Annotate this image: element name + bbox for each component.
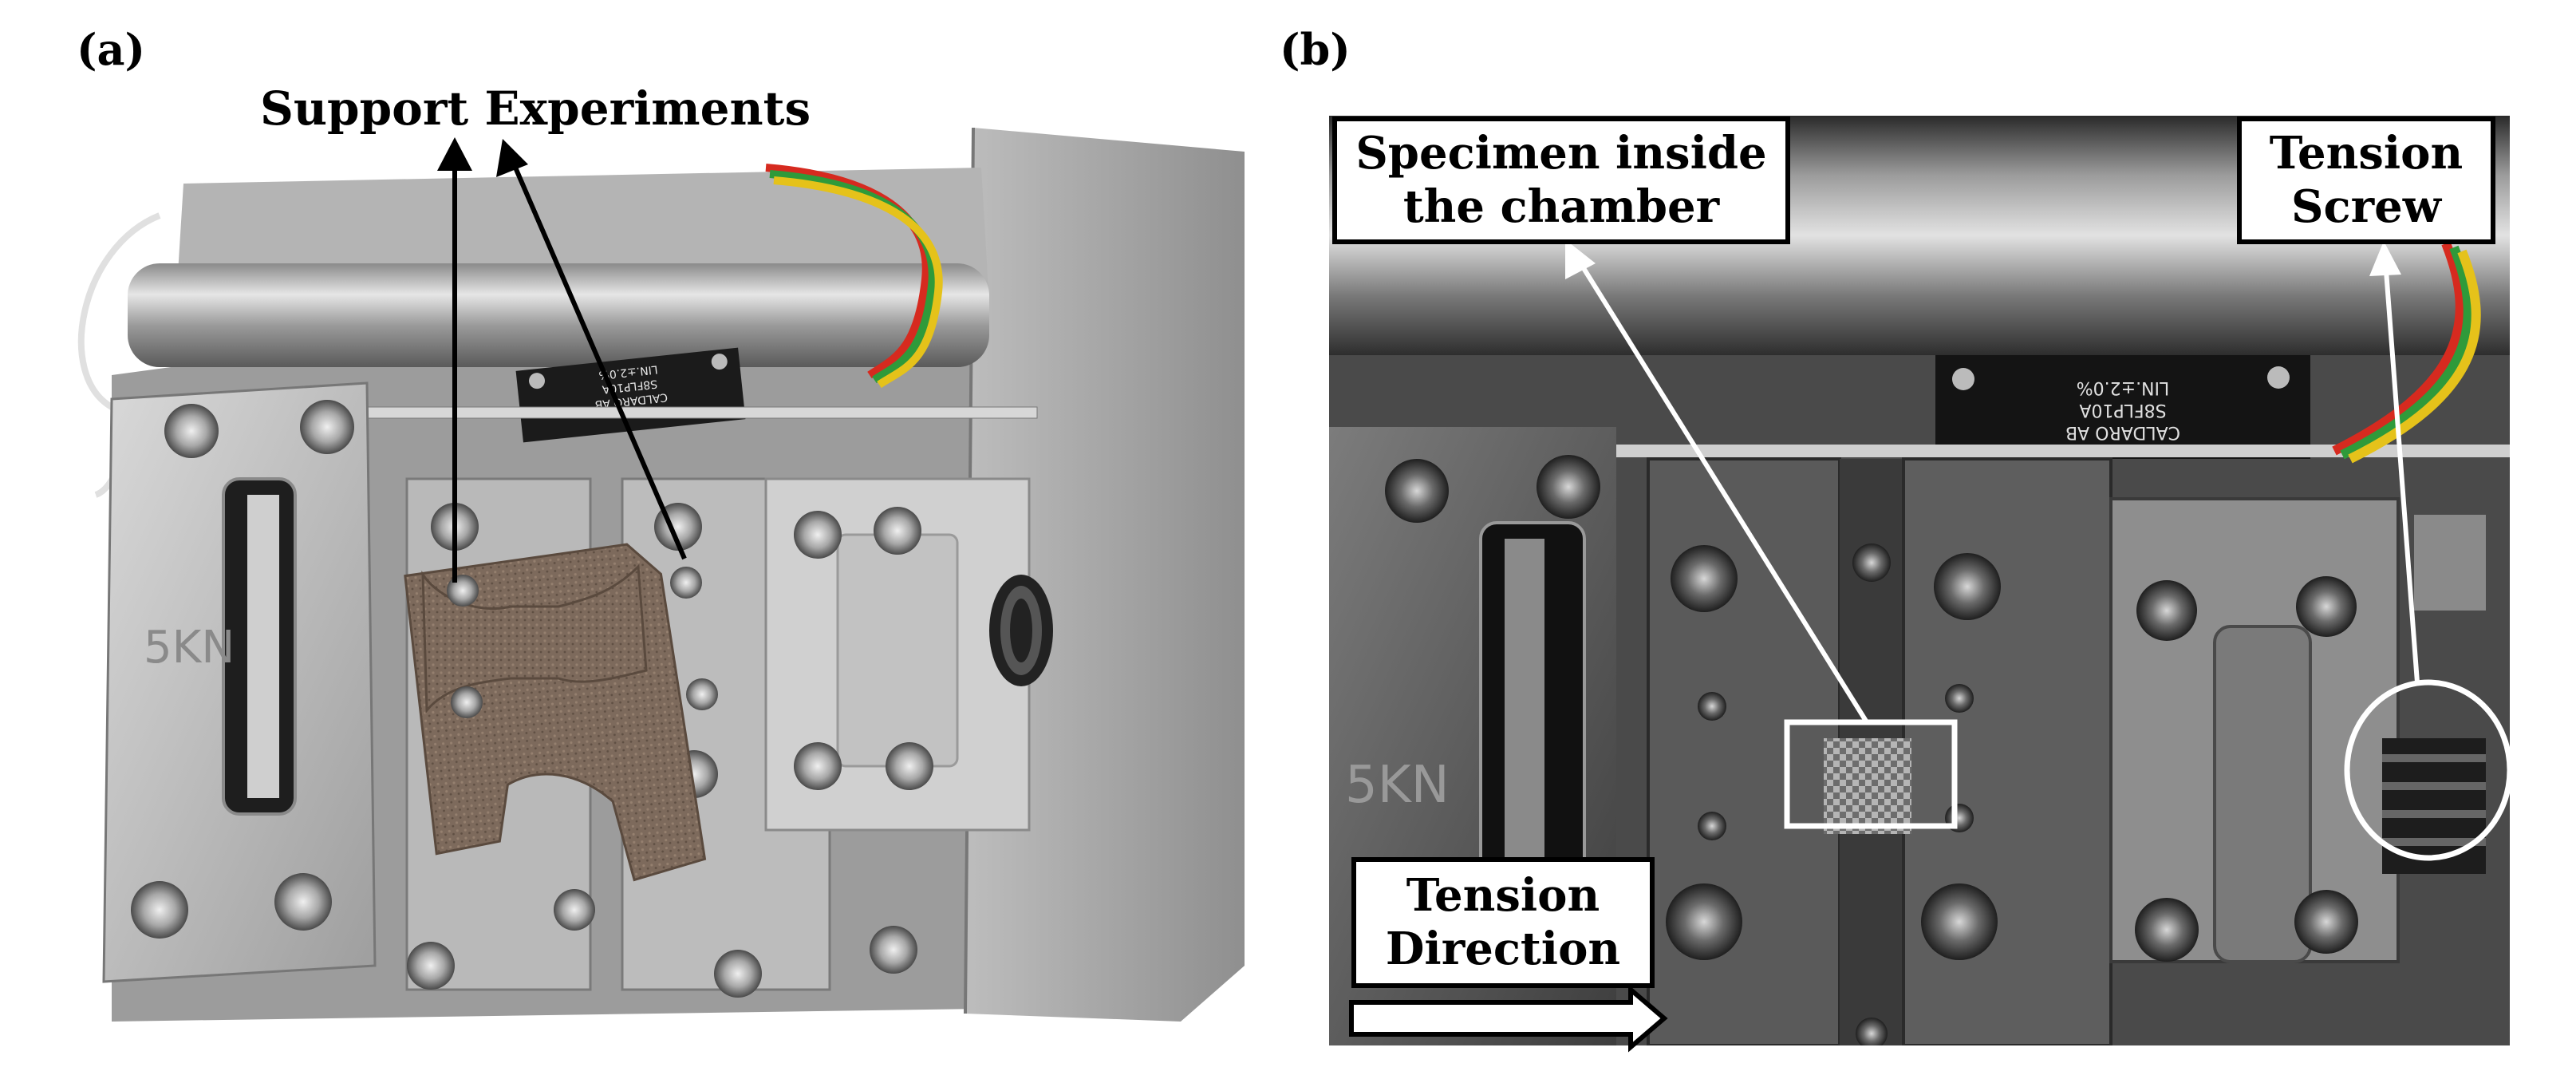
tension-screw-callout: Tension Screw xyxy=(2237,117,2495,244)
support-arrows xyxy=(437,137,687,583)
specimen-callout-line-1: Specimen inside xyxy=(1355,126,1767,180)
tension-spring-a xyxy=(989,575,1053,686)
tension-direction-arrow xyxy=(1349,984,1668,1053)
woven-specimen xyxy=(1824,738,1911,834)
right-housing-block xyxy=(965,128,1245,1022)
svg-text:5KN: 5KN xyxy=(144,622,235,674)
svg-text:LIN.±2.0%: LIN.±2.0% xyxy=(598,362,658,381)
arrow-specimen xyxy=(1573,254,1869,724)
tension-screw-callout-line-1: Tension xyxy=(2269,126,2464,180)
tension-direction-callout-line-1: Tension xyxy=(1406,868,1600,922)
tension-direction-callout: Tension Direction xyxy=(1351,857,1655,988)
support-experiments-label: Support Experiments xyxy=(260,81,811,136)
specimen-callout: Specimen inside the chamber xyxy=(1332,117,1790,244)
svg-text:5KN: 5KN xyxy=(1345,756,1450,815)
actuator-cylinder xyxy=(128,263,989,367)
svg-text:S8FLP10A: S8FLP10A xyxy=(602,377,658,395)
svg-text:CALDARO AB: CALDARO AB xyxy=(2065,422,2180,442)
svg-text:S8FLP10A: S8FLP10A xyxy=(2079,400,2166,420)
specimen-callout-line-2: the chamber xyxy=(1402,180,1720,233)
tension-direction-callout-line-2: Direction xyxy=(1385,923,1621,975)
tension-screw-highlight-circle xyxy=(2344,679,2513,861)
panel-b-label: (b) xyxy=(1280,24,1351,75)
arrow-support-right xyxy=(508,155,687,560)
panel-a-photo: CALDARO AB S8FLP10A LIN.±2.0% 5KN xyxy=(64,120,1245,1045)
tension-screw-callout-line-2: Screw xyxy=(2291,180,2441,233)
specimen-highlight-box xyxy=(1784,719,1958,829)
position-sensor-b: CALDARO AB S8FLP10A LIN.±2.0% xyxy=(1935,355,2310,459)
panel-a-label: (a) xyxy=(77,24,146,75)
svg-text:LIN.±2.0%: LIN.±2.0% xyxy=(2077,377,2170,397)
arrow-tension-screw xyxy=(2383,259,2420,683)
